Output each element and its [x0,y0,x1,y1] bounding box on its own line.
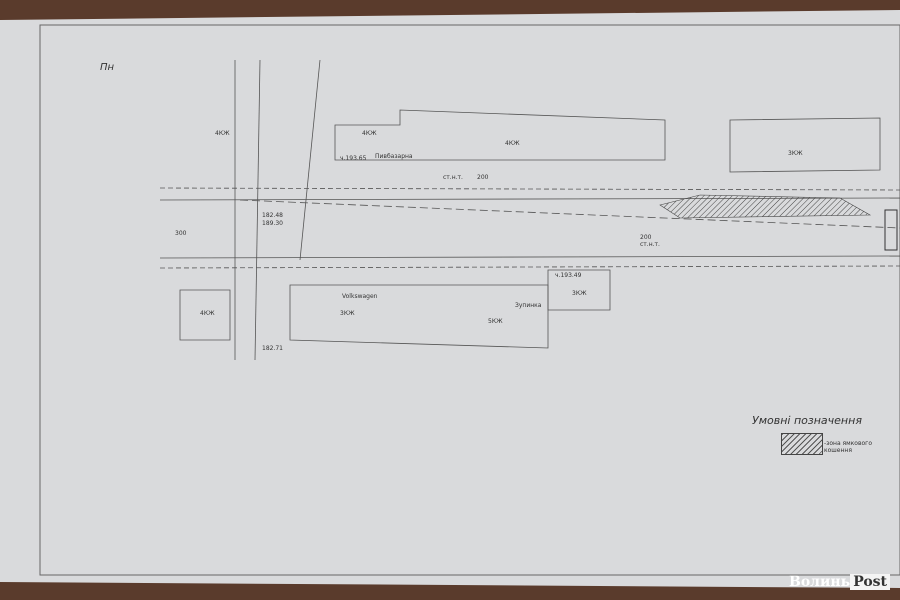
road-label: 200 [640,234,652,241]
road-label: ст.н.т. [640,241,660,248]
elevation-label: 182.71 [262,345,283,352]
building-label: 4КЖ [505,140,520,147]
building-label: 5КЖ [488,318,503,325]
building-label: 3КЖ [788,150,803,157]
road-label: Пивбазарна [375,153,413,160]
road-label: Volkswagen [342,293,378,300]
legend-title: Умовні позначення [752,414,862,427]
building-label: 4КЖ [362,130,377,137]
north-label: Пн [100,62,115,73]
road-label: 300 [175,230,187,237]
elevation-label: ч.193.49 [555,272,582,279]
road-label: Зупинка [515,302,542,309]
building-label: 3КЖ [572,290,587,297]
elevation-label: ч.193.65 [340,155,367,162]
road-label: ст.н.т. [443,174,463,181]
elevation-label: 182.48 [262,212,283,219]
elevation-label: 189.30 [262,220,283,227]
road-label: 200 [477,174,489,181]
building-label: 4КЖ [215,130,230,137]
legend-hatch-swatch [781,433,823,455]
legend-item-label: -зона ямкового кошення [824,440,872,454]
watermark-brand: Волинь [789,574,851,590]
watermark-suffix: Post [850,574,891,590]
building-label: 4КЖ [200,310,215,317]
building-label: 3КЖ [340,310,355,317]
